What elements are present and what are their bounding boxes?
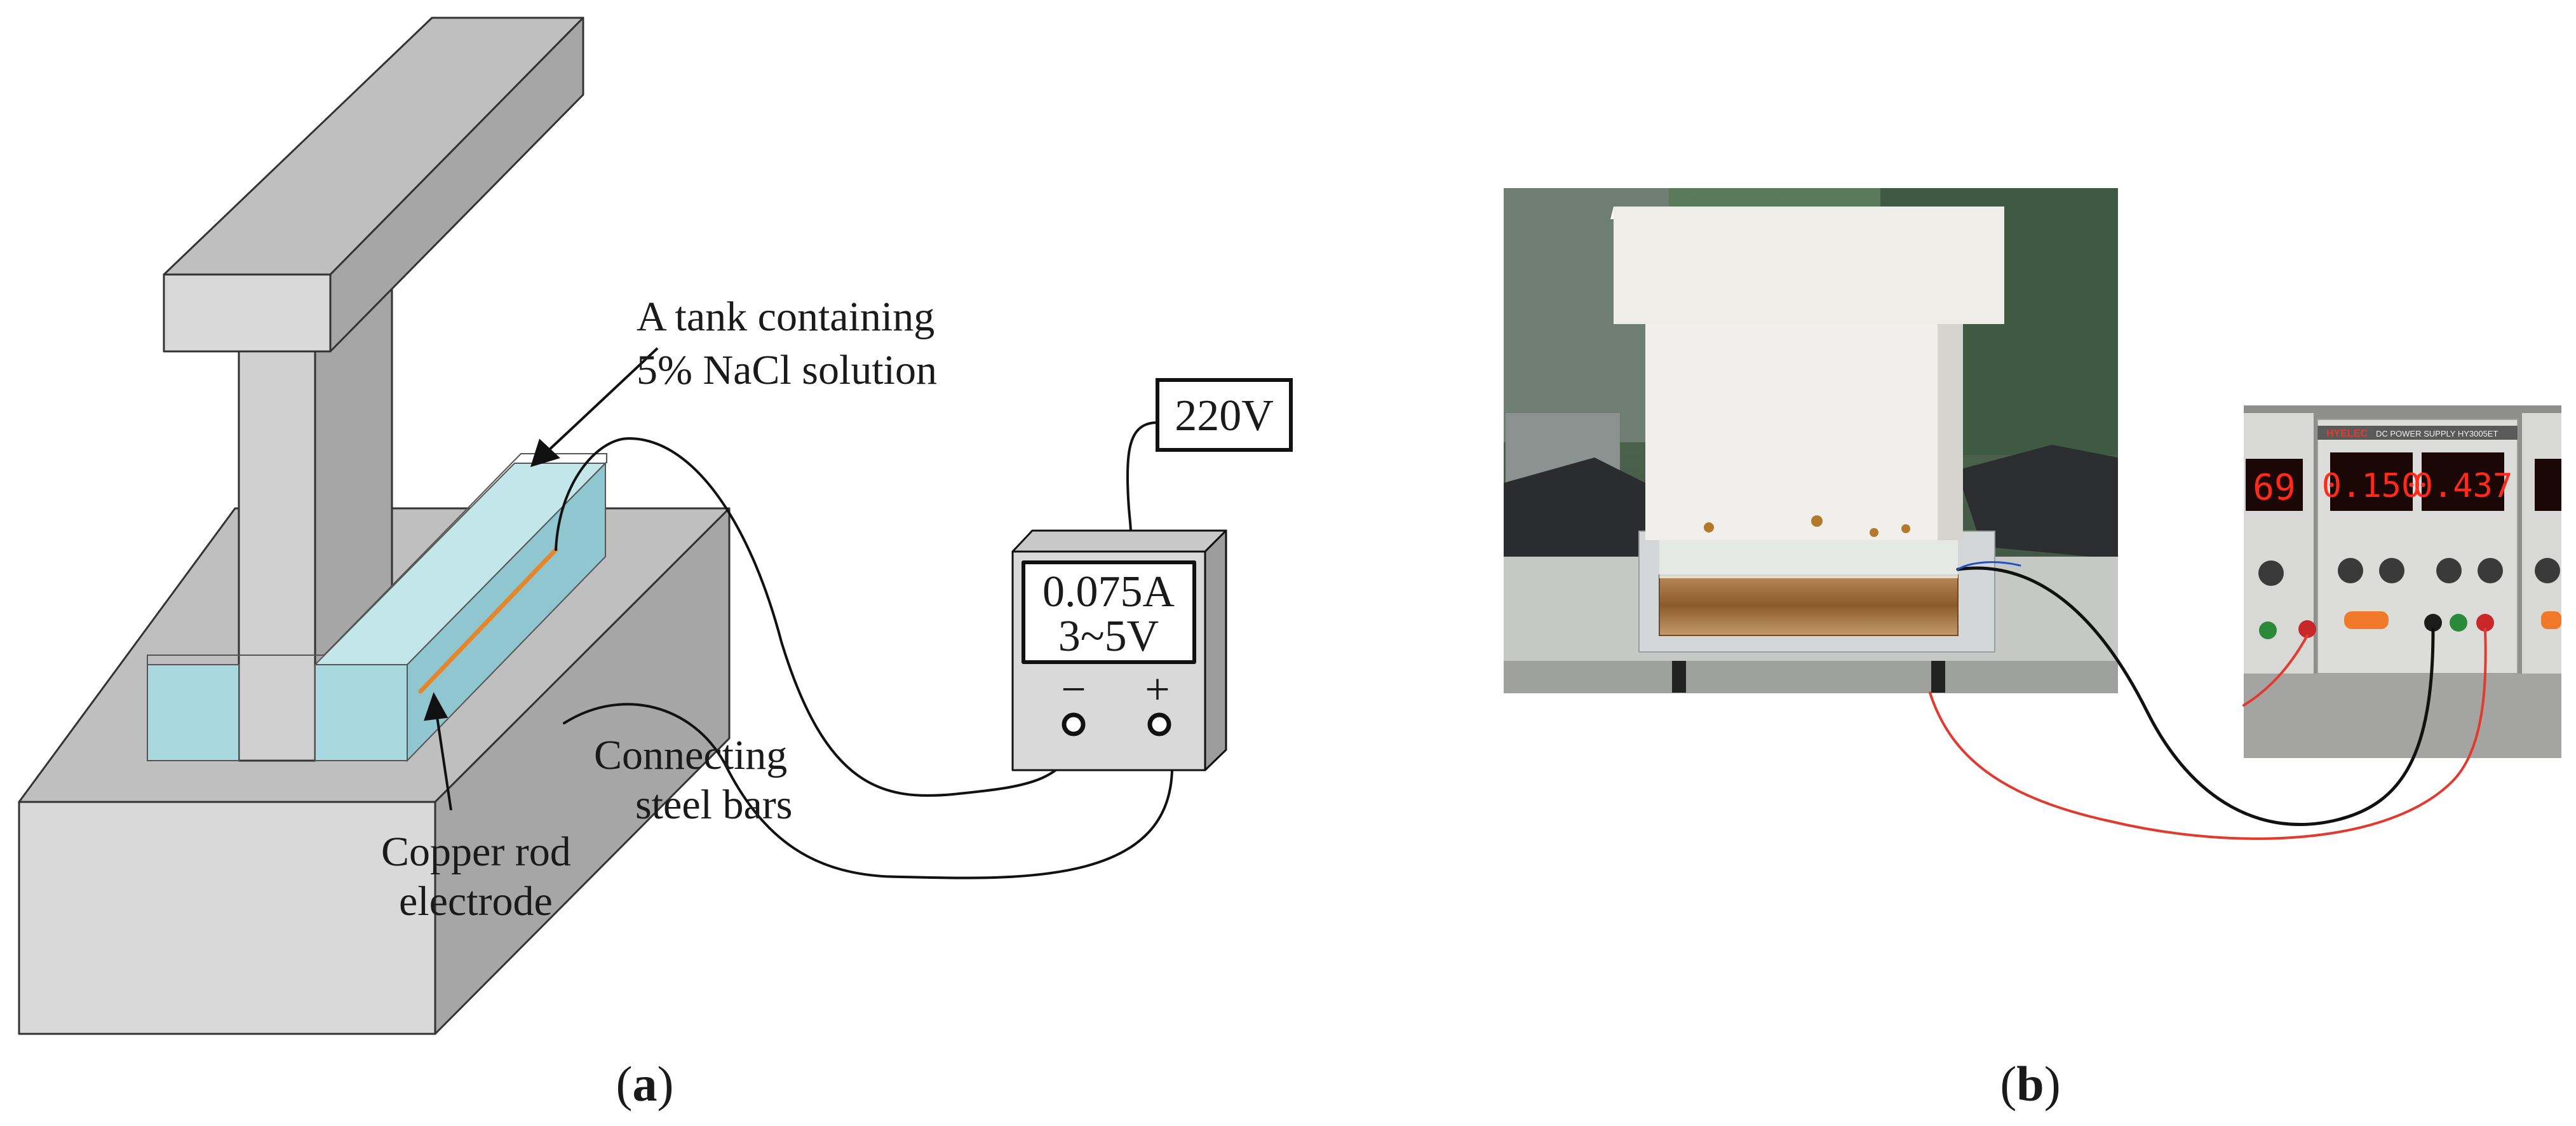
tank-label-line-1: A tank containing [637,294,934,340]
tank-water-front [314,664,408,761]
caption-a: (a) [616,1056,674,1111]
power-supply-photo: HYELEC DC POWER SUPPLY HY3005ET 69 0.150… [2244,405,2561,758]
photo-red-wire [1929,628,2487,840]
electrode-label-line-1: Copper rod [381,829,571,875]
minus-sign: − [1061,665,1086,714]
photo-blue-wire [1957,561,2021,571]
steel-bars-label-line-2: steel bars [635,782,792,828]
meter-top-face [1011,529,1227,553]
meter-display [1022,560,1196,664]
copper-rod-electrode [418,547,558,694]
psu-terminal-red [2476,614,2494,632]
mains-voltage-label: 220V [1175,391,1274,440]
caption-b: (b) [2000,1056,2060,1111]
foundation-slab-shadow [1504,661,2118,693]
psu-voltage-display [2422,452,2504,511]
plus-sign: + [1145,665,1170,714]
psu-terminal-green-left [2259,621,2277,639]
psu-terminal-red-left [2298,620,2316,638]
plus-terminal [1147,712,1171,736]
psu-current-readout: 0.150 [2322,467,2422,505]
rust-drip-1 [1704,522,1714,532]
mains-supply-box: 220V [1156,378,1293,452]
wires [555,421,1174,879]
mains-box-frame [1156,378,1293,452]
black-tarp-right [1957,445,2118,559]
psu-knob-1 [2258,560,2284,586]
psu-table-surface [2244,674,2561,758]
psu-body-right [2522,413,2561,674]
pier-front-face [238,349,316,762]
foundation-front-face [18,801,436,1035]
specimen-pier-shadow [1938,311,1963,540]
foundation-side-face [434,507,731,1035]
tank-water-left [147,664,239,761]
electrode-pointer-line [436,716,452,811]
pier-cap [163,17,584,353]
photo-black-wire [1956,566,2435,826]
psu-terminal-black [2424,614,2442,632]
panel-b-photograph: HYELEC DC POWER SUPPLY HY3005ET 69 0.150… [1504,188,2561,1111]
psu-orange-button-2 [2541,611,2561,629]
psu-current-display [2330,452,2413,511]
tank-rim [147,453,607,665]
psu-knob-2 [2338,558,2363,583]
tank-label-line-2: 5% NaCl solution [637,347,937,393]
clear-tank-water [1659,534,1958,578]
rusty-tank [1659,574,1959,636]
clamp-right [1931,661,1945,693]
psu-knob-3 [2379,558,2404,583]
tank-pointer-line [545,347,659,454]
psu-knob-4 [2436,558,2462,583]
tank-pointer-arrowhead [530,438,560,468]
wire-copper-to-minus [555,437,1078,797]
psu-knob-6 [2535,558,2560,583]
psu-display-right-partial [2535,459,2561,511]
cap-side-face [329,17,584,353]
specimen-cap [1614,207,2004,324]
electrode-pointer-arrowhead [424,692,448,721]
annotation-arrows [424,347,659,811]
psu-terminal-green [2450,614,2467,632]
rust-drip-3 [1870,528,1878,537]
photo-wires [1929,561,2487,840]
psu-display-left-partial [2246,459,2303,511]
electrode-label-line-2: electrode [399,878,553,925]
psu-brand: HYELEC [2326,428,2368,439]
steel-bars-label-line-1: Connecting [594,732,787,778]
meter-voltage-readout: 3~5V [1058,612,1159,661]
dc-power-meter [1011,529,1227,771]
panel-a-schematic: 220V 0.075A 3~5V − + A tank containing 5… [18,17,1293,1111]
psu-header-strip [2317,426,2518,440]
meter-side-face [1204,529,1227,771]
rust-drip-4 [1901,524,1910,533]
clamp-left [1672,661,1686,693]
psu-voltage-readout: 0.437 [2413,467,2513,505]
minus-terminal [1062,712,1086,736]
specimen-photo [1504,188,2118,693]
psu-model: DC POWER SUPPLY HY3005ET [2376,429,2498,438]
wire-mains-to-meter [1126,421,1159,534]
psu-display-left-partial-readout: 69 [2253,467,2295,508]
specimen-pier [1645,311,1963,540]
rust-drip-2 [1811,515,1823,527]
meter-current-readout: 0.075A [1042,567,1175,616]
cap-front-face [163,273,332,353]
psu-orange-button-1 [2344,611,2389,629]
photo-red-wire-left [2242,634,2309,707]
wire-steel-to-plus [563,703,1174,879]
psu-knob-5 [2478,558,2503,583]
